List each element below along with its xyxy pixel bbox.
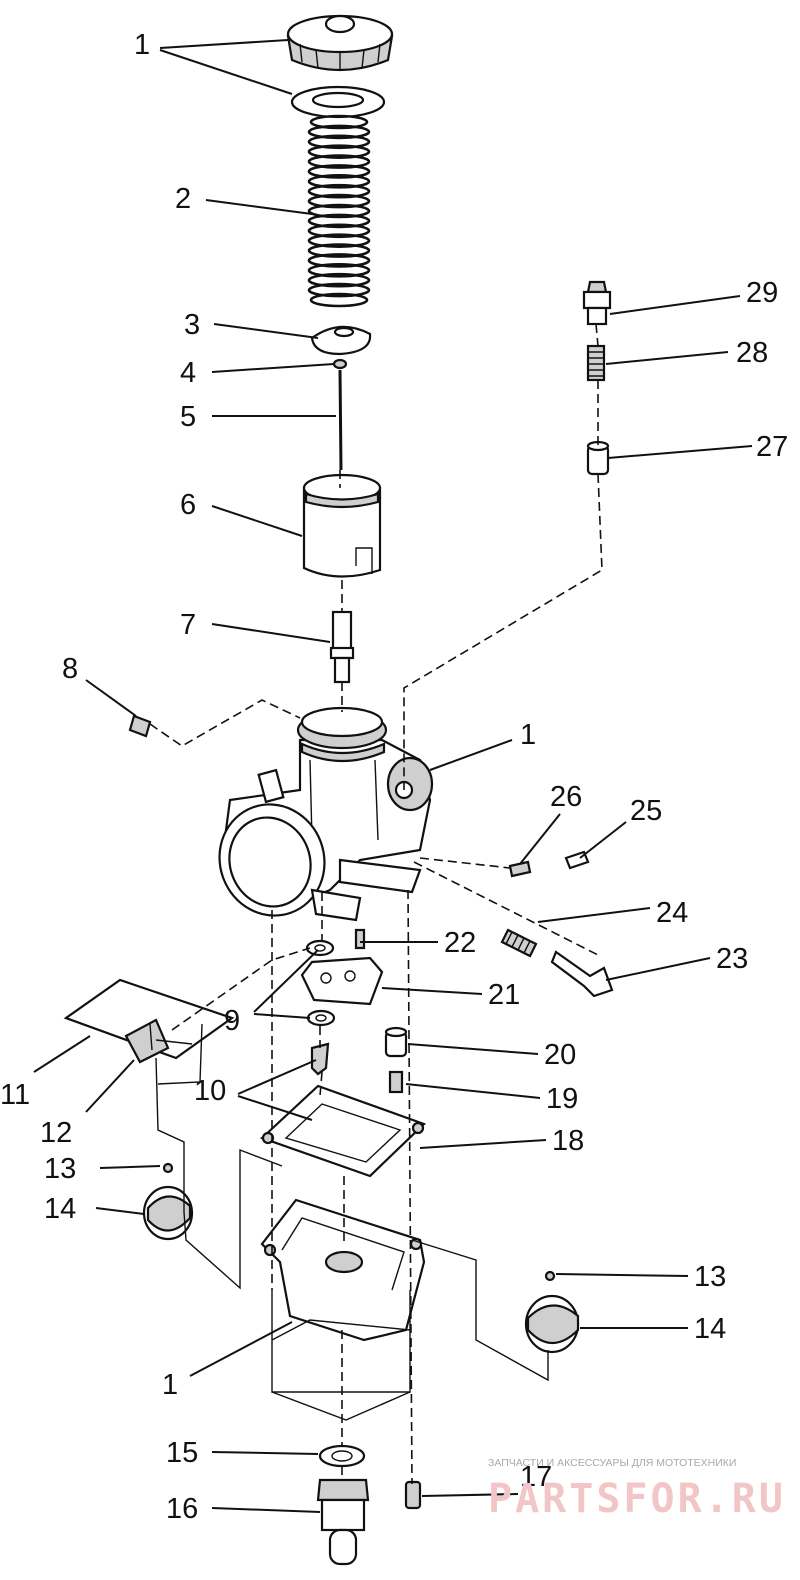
callout-plate: 21 — [488, 979, 520, 1011]
choke-fitting — [582, 280, 612, 326]
callout-bowl-screw: 17 — [520, 1461, 552, 1493]
callout-plate-screw: 22 — [444, 927, 476, 959]
callout-clip: 4 — [180, 357, 196, 389]
pilot-air-jet — [128, 714, 152, 738]
callout-float-pin: 12 — [40, 1117, 72, 1149]
main-jet-screw — [388, 1070, 404, 1094]
float-bowl — [260, 1198, 426, 1342]
float-plate — [300, 956, 384, 1006]
callout-pilot-jet: 20 — [544, 1039, 576, 1071]
plug-cap-right — [524, 1270, 580, 1354]
plug-cap-left — [142, 1162, 194, 1241]
carburetor-body — [218, 706, 434, 922]
needle-jet — [329, 610, 355, 684]
air-screw-spring — [508, 860, 532, 878]
callout-drain-washer: 15 — [166, 1437, 198, 1469]
callout-air-screw-spring: 26 — [550, 781, 582, 813]
callout-float: 11 — [0, 1079, 30, 1111]
float-bowl-gasket — [259, 1084, 427, 1178]
callout-drain-plug: 16 — [166, 1493, 198, 1525]
callout-main-jet: 19 — [546, 1083, 578, 1115]
drain-washer — [318, 1444, 366, 1468]
o-ring-washers — [305, 939, 336, 1027]
callout-cap-left: 14 — [44, 1193, 76, 1225]
callout-idle-screw: 23 — [716, 943, 748, 975]
bowl-screw — [404, 1480, 422, 1510]
callout-cap: 1 — [134, 29, 150, 61]
cap-washer — [290, 85, 386, 119]
callout-choke-plunger: 27 — [756, 431, 788, 463]
callout-pilot-air-jet: 8 — [62, 653, 78, 685]
choke-plunger — [586, 440, 610, 476]
watermark: ЗАПЧАСТИ И АКСЕССУАРЫ ДЛЯ МОТОТЕХНИКИ PA… — [488, 1457, 786, 1522]
callout-needle: 5 — [180, 401, 196, 433]
watermark-brand: PARTSFOR.RU — [488, 1476, 786, 1522]
callout-choke-spring: 28 — [736, 337, 768, 369]
callout-needle-valve: 10 — [194, 1075, 226, 1107]
callout-screw-right: 13 — [694, 1261, 726, 1293]
assembly-lines — [149, 323, 603, 1485]
plate-screw — [354, 928, 366, 950]
callout-air-screw: 25 — [630, 795, 662, 827]
callout-needle-jet: 7 — [180, 609, 196, 641]
throttle-slide — [302, 473, 382, 578]
callout-labels: 1 2 3 4 5 6 7 8 1 26 25 24 22 23 21 9 20… — [0, 29, 788, 1525]
idle-spring — [500, 928, 538, 958]
callout-washers: 9 — [224, 1005, 240, 1037]
callout-slide: 6 — [180, 489, 196, 521]
watermark-tagline: ЗАПЧАСТИ И АКСЕССУАРЫ ДЛЯ МОТОТЕХНИКИ — [488, 1457, 736, 1469]
callout-float-bowl: 1 — [162, 1369, 178, 1401]
callout-cap-right: 14 — [694, 1313, 726, 1345]
needle-clip — [332, 358, 348, 370]
callout-choke-fitting: 29 — [746, 277, 778, 309]
callout-bowl-gasket: 18 — [552, 1125, 584, 1157]
pilot-jet — [384, 1026, 408, 1058]
callout-body: 1 — [520, 719, 536, 751]
choke-spring — [586, 344, 606, 382]
idle-screw — [550, 950, 614, 998]
callout-screw-left: 13 — [44, 1153, 76, 1185]
throttle-spring — [307, 114, 371, 308]
leader-lines — [33, 39, 753, 1513]
drain-plug — [316, 1478, 370, 1566]
callout-spring: 2 — [175, 183, 191, 215]
carburetor-cap — [286, 14, 394, 72]
jet-needle — [338, 369, 343, 471]
needle-retainer — [310, 325, 372, 356]
callout-idle-spring: 24 — [656, 897, 688, 929]
float-assembly — [63, 978, 235, 1064]
callout-retainer: 3 — [184, 309, 200, 341]
